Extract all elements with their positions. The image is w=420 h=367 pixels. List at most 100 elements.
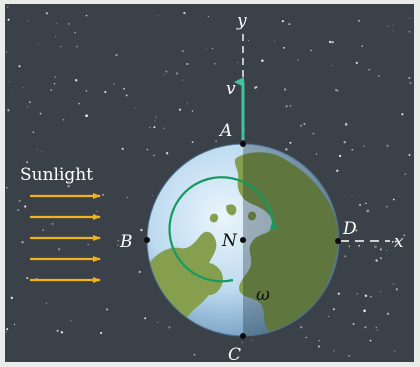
star bbox=[408, 76, 411, 79]
star bbox=[364, 294, 368, 298]
star bbox=[56, 329, 59, 332]
rotation-arrow bbox=[168, 176, 278, 283]
star bbox=[380, 257, 382, 260]
star bbox=[10, 296, 14, 300]
star bbox=[18, 199, 21, 203]
star bbox=[74, 79, 78, 82]
star bbox=[394, 240, 397, 243]
star bbox=[361, 45, 363, 47]
star bbox=[214, 63, 216, 65]
star bbox=[27, 20, 29, 22]
star bbox=[370, 296, 372, 298]
point-c-dot bbox=[240, 333, 246, 339]
star bbox=[285, 148, 288, 151]
star bbox=[32, 131, 35, 134]
star bbox=[356, 293, 358, 295]
star bbox=[328, 316, 330, 317]
landmass-eurasia bbox=[234, 152, 339, 332]
star bbox=[386, 144, 389, 147]
star bbox=[191, 110, 194, 112]
point-b-dot bbox=[144, 237, 150, 243]
star bbox=[5, 331, 7, 333]
star bbox=[348, 245, 351, 248]
star bbox=[331, 40, 334, 44]
star bbox=[178, 108, 182, 111]
star bbox=[375, 326, 378, 329]
star bbox=[251, 340, 253, 342]
star bbox=[336, 90, 339, 92]
star bbox=[56, 23, 58, 24]
star bbox=[285, 105, 288, 108]
star bbox=[191, 141, 194, 143]
star bbox=[54, 76, 57, 78]
star bbox=[9, 92, 11, 94]
star bbox=[38, 42, 40, 44]
star bbox=[358, 244, 361, 247]
star bbox=[51, 222, 54, 225]
star bbox=[317, 345, 320, 348]
star bbox=[68, 23, 70, 25]
star bbox=[24, 205, 27, 208]
star bbox=[121, 147, 124, 150]
star bbox=[42, 229, 44, 231]
star bbox=[153, 154, 155, 157]
star bbox=[409, 17, 411, 19]
star bbox=[41, 150, 43, 152]
landmass-arctic-islands bbox=[209, 204, 257, 223]
star bbox=[408, 153, 411, 157]
point-b-label: B bbox=[119, 232, 133, 252]
star bbox=[181, 49, 185, 53]
star bbox=[134, 107, 136, 109]
star bbox=[149, 126, 151, 128]
star bbox=[102, 193, 105, 196]
star bbox=[144, 317, 147, 320]
star bbox=[78, 102, 81, 105]
star bbox=[68, 181, 70, 183]
star bbox=[55, 36, 57, 38]
point-d-dot bbox=[335, 238, 341, 244]
star bbox=[154, 120, 156, 122]
star bbox=[60, 331, 64, 334]
star bbox=[87, 243, 89, 246]
star bbox=[152, 195, 153, 197]
star bbox=[57, 248, 61, 251]
star bbox=[37, 148, 39, 150]
star bbox=[310, 49, 312, 52]
star bbox=[391, 240, 394, 243]
star bbox=[297, 59, 299, 61]
landmass-north-america bbox=[150, 231, 217, 320]
star bbox=[140, 228, 143, 232]
star bbox=[211, 47, 214, 49]
star bbox=[157, 321, 159, 324]
star bbox=[328, 40, 332, 44]
star bbox=[366, 209, 370, 213]
star bbox=[282, 46, 285, 49]
star bbox=[404, 173, 406, 175]
star bbox=[344, 123, 348, 126]
star bbox=[387, 25, 389, 27]
sunlight-arrows bbox=[30, 193, 101, 283]
star bbox=[395, 288, 398, 291]
star bbox=[348, 355, 350, 357]
star bbox=[352, 322, 355, 326]
star bbox=[18, 338, 20, 340]
star bbox=[74, 32, 76, 34]
star bbox=[113, 83, 115, 85]
star bbox=[96, 210, 98, 212]
star bbox=[206, 47, 208, 49]
star bbox=[183, 11, 186, 15]
star bbox=[288, 23, 291, 26]
star bbox=[70, 320, 72, 322]
star bbox=[207, 16, 209, 18]
star bbox=[403, 234, 406, 236]
star bbox=[283, 88, 287, 91]
star bbox=[338, 154, 342, 158]
star bbox=[255, 86, 258, 89]
star bbox=[333, 350, 335, 352]
star bbox=[157, 15, 159, 17]
star bbox=[261, 59, 264, 62]
star bbox=[393, 24, 395, 26]
star bbox=[368, 68, 371, 71]
star bbox=[125, 94, 128, 97]
star bbox=[343, 140, 346, 144]
